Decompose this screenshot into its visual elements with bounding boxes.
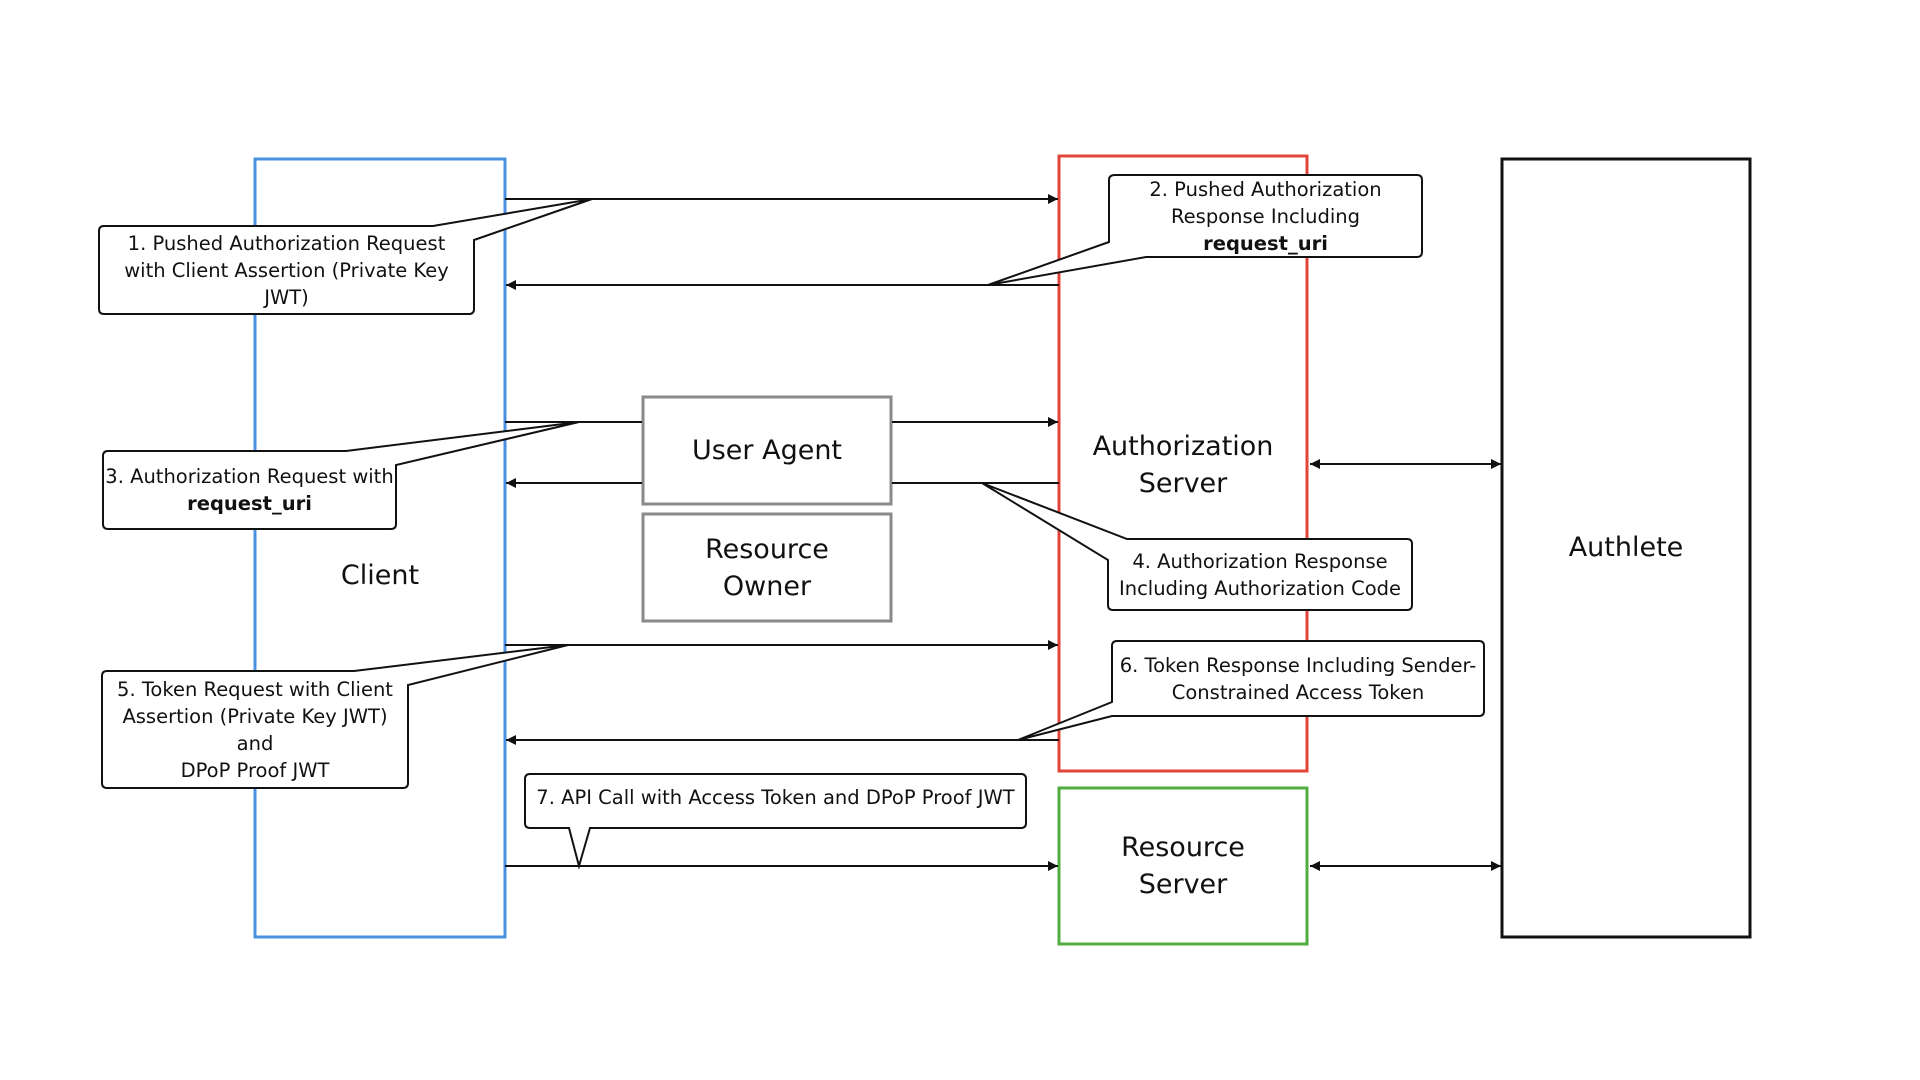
resource-owner-label-line1: Resource (705, 533, 829, 565)
step-2-request-uri: request_uri (1203, 231, 1328, 255)
step-4-line2: Including Authorization Code (1118, 576, 1402, 600)
step-7-text: 7. API Call with Access Token and DPoP P… (525, 774, 1026, 820)
step-6-line2: Constrained Access Token (1171, 680, 1425, 704)
authlete-box (1500, 157, 1752, 939)
callout-step-6 (1017, 640, 1485, 741)
resource-server-label-line2: Server (1138, 869, 1228, 900)
user-agent-label-text: User Agent (691, 435, 843, 466)
authorization-server-label: Authorization Server (1059, 427, 1307, 502)
step-7-line1: 7. API Call with Access Token and DPoP P… (536, 785, 1015, 809)
client-label-text: Client (340, 559, 420, 591)
step-6-line1: 6. Token Response Including Sender- (1119, 653, 1477, 677)
step-3-request-uri: request_uri (187, 492, 312, 515)
callout-step-4 (981, 482, 1413, 611)
step-6-text: 6. Token Response Including Sender- Cons… (1112, 641, 1484, 716)
client-box (253, 157, 507, 939)
step-5-line1: 5. Token Request with Client (117, 677, 393, 701)
step-2-text: 2. Pushed Authorization Response Includi… (1109, 175, 1422, 257)
step-1-line2: with Client Assertion (Private Key JWT) (124, 258, 449, 309)
step-1-text: 1. Pushed Authorization Request with Cli… (99, 226, 474, 314)
authlete-label: Authlete (1502, 510, 1750, 585)
resource-server-label: Resource Server (1059, 788, 1307, 944)
callout-step-3 (102, 421, 580, 530)
step-2-line2-prefix: Response Including (1171, 204, 1360, 228)
callout-step-2 (987, 174, 1423, 286)
step-5-text: 5. Token Request with Client Assertion (… (102, 671, 408, 788)
resource-server-label-line1: Resource (1121, 832, 1245, 863)
step-2-line1: 2. Pushed Authorization (1149, 177, 1382, 201)
resource-owner-box (641, 512, 893, 623)
client-label: Client (255, 540, 505, 610)
resource-owner-label-line2: Owner (722, 570, 812, 602)
callout-step-1 (98, 198, 593, 315)
step-3-line1: 3. Authorization Request with (105, 465, 394, 488)
authorization-server-label-line2: Server (1138, 467, 1228, 499)
step-2-line2: Response Including request_uri (1109, 203, 1422, 257)
step-1-line1: 1. Pushed Authorization Request (127, 231, 446, 255)
user-agent-label: User Agent (643, 397, 891, 504)
step-3-text: 3. Authorization Request with request_ur… (103, 451, 396, 529)
step-5-line2: Assertion (Private Key JWT) and (122, 704, 388, 755)
resource-server-box (1057, 786, 1309, 946)
callout-step-7 (524, 773, 1027, 870)
authlete-label-text: Authlete (1568, 532, 1684, 563)
step-4-text: 4. Authorization Response Including Auth… (1108, 539, 1412, 610)
step-4-line1: 4. Authorization Response (1132, 549, 1388, 573)
callout-step-5 (101, 644, 569, 789)
authorization-server-box (1057, 154, 1309, 773)
step-5-line3: DPoP Proof JWT (180, 758, 330, 782)
resource-owner-label: Resource Owner (643, 514, 891, 621)
user-agent-box (641, 395, 893, 506)
authorization-server-label-line1: Authorization (1092, 430, 1274, 462)
